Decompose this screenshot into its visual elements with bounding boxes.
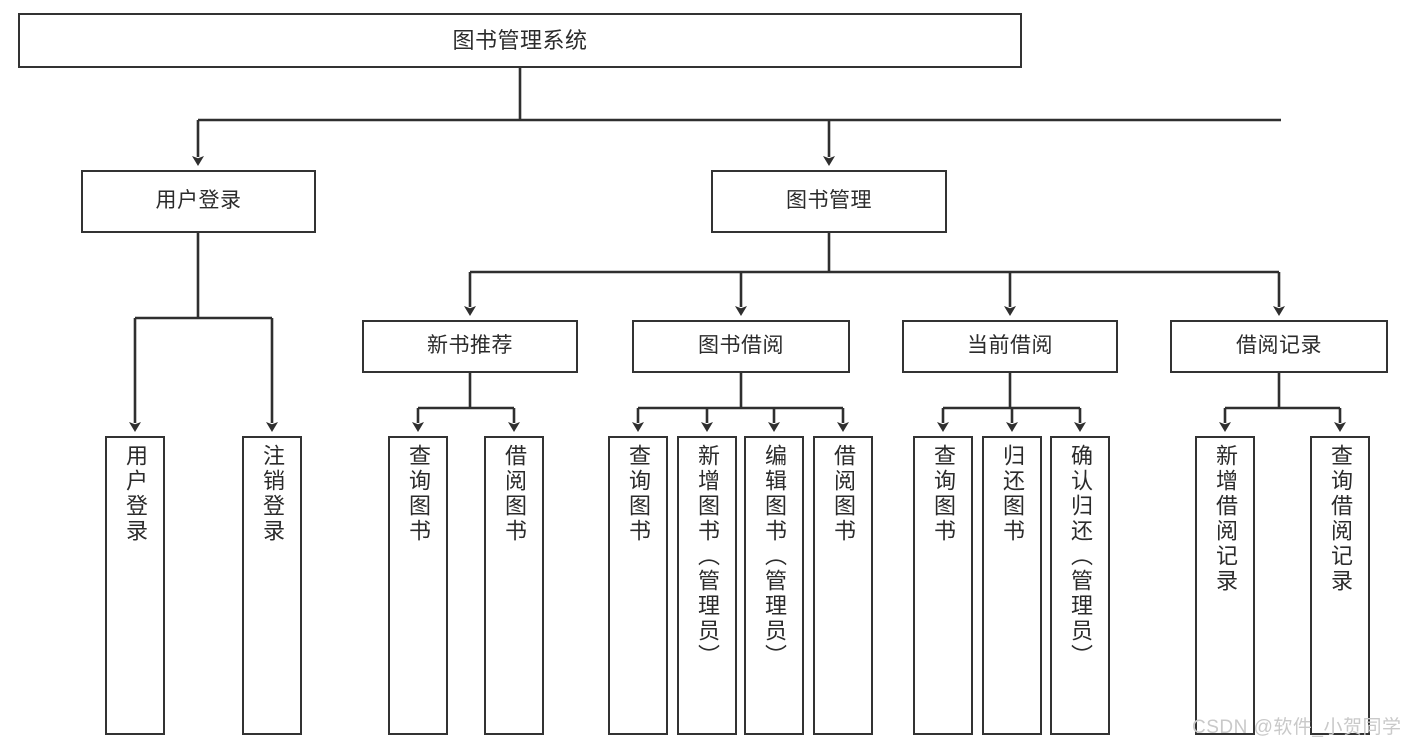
csdn-watermark: CSDN @软件_小贺同学 [1192, 717, 1402, 738]
leaf-query-books-recommend[interactable]: 查询图书 [388, 436, 448, 735]
node-new-book-recommendation[interactable]: 新书推荐 [362, 320, 578, 373]
node-label: 图书管理 [786, 189, 872, 213]
leaf-add-book-admin[interactable]: 新增图书（管理员） [677, 436, 737, 735]
leaf-borrow-books-recommend[interactable]: 借阅图书 [484, 436, 544, 735]
node-current-borrowing[interactable]: 当前借阅 [902, 320, 1118, 373]
leaf-user-login[interactable]: 用户登录 [105, 436, 165, 735]
node-label: 图书管理系统 [452, 27, 588, 53]
node-label: 编辑图书（管理员） [762, 444, 787, 669]
node-user-login[interactable]: 用户登录 [81, 170, 316, 233]
node-label: 注销登录 [260, 444, 285, 544]
node-book-borrowing[interactable]: 图书借阅 [632, 320, 850, 373]
leaf-confirm-return-admin[interactable]: 确认归还（管理员） [1050, 436, 1110, 735]
node-label: 用户登录 [123, 444, 148, 544]
node-label: 查询借阅记录 [1328, 444, 1353, 594]
leaf-return-books[interactable]: 归还图书 [982, 436, 1042, 735]
leaf-logout[interactable]: 注销登录 [242, 436, 302, 735]
node-label: 归还图书 [1000, 444, 1025, 544]
node-label: 借阅记录 [1236, 334, 1322, 358]
leaf-edit-book-admin[interactable]: 编辑图书（管理员） [744, 436, 804, 735]
leaf-query-books-borrow[interactable]: 查询图书 [608, 436, 668, 735]
node-label: 查询图书 [406, 444, 431, 544]
node-label: 新书推荐 [427, 334, 513, 358]
leaf-add-borrow-record[interactable]: 新增借阅记录 [1195, 436, 1255, 735]
node-label: 确认归还（管理员） [1068, 444, 1093, 669]
leaf-query-books-current[interactable]: 查询图书 [913, 436, 973, 735]
node-label: 借阅图书 [831, 444, 856, 544]
node-label: 图书借阅 [698, 334, 784, 358]
node-label: 新增借阅记录 [1213, 444, 1238, 594]
node-label: 用户登录 [155, 189, 242, 213]
node-label: 借阅图书 [502, 444, 527, 544]
node-label: 当前借阅 [967, 334, 1053, 358]
node-root-book-management-system[interactable]: 图书管理系统 [18, 13, 1022, 68]
leaf-query-borrow-record[interactable]: 查询借阅记录 [1310, 436, 1370, 735]
node-borrow-records[interactable]: 借阅记录 [1170, 320, 1388, 373]
node-book-management[interactable]: 图书管理 [711, 170, 947, 233]
leaf-borrow-books[interactable]: 借阅图书 [813, 436, 873, 735]
node-label: 新增图书（管理员） [695, 444, 720, 669]
node-label: 查询图书 [626, 444, 651, 544]
node-label: 查询图书 [931, 444, 956, 544]
